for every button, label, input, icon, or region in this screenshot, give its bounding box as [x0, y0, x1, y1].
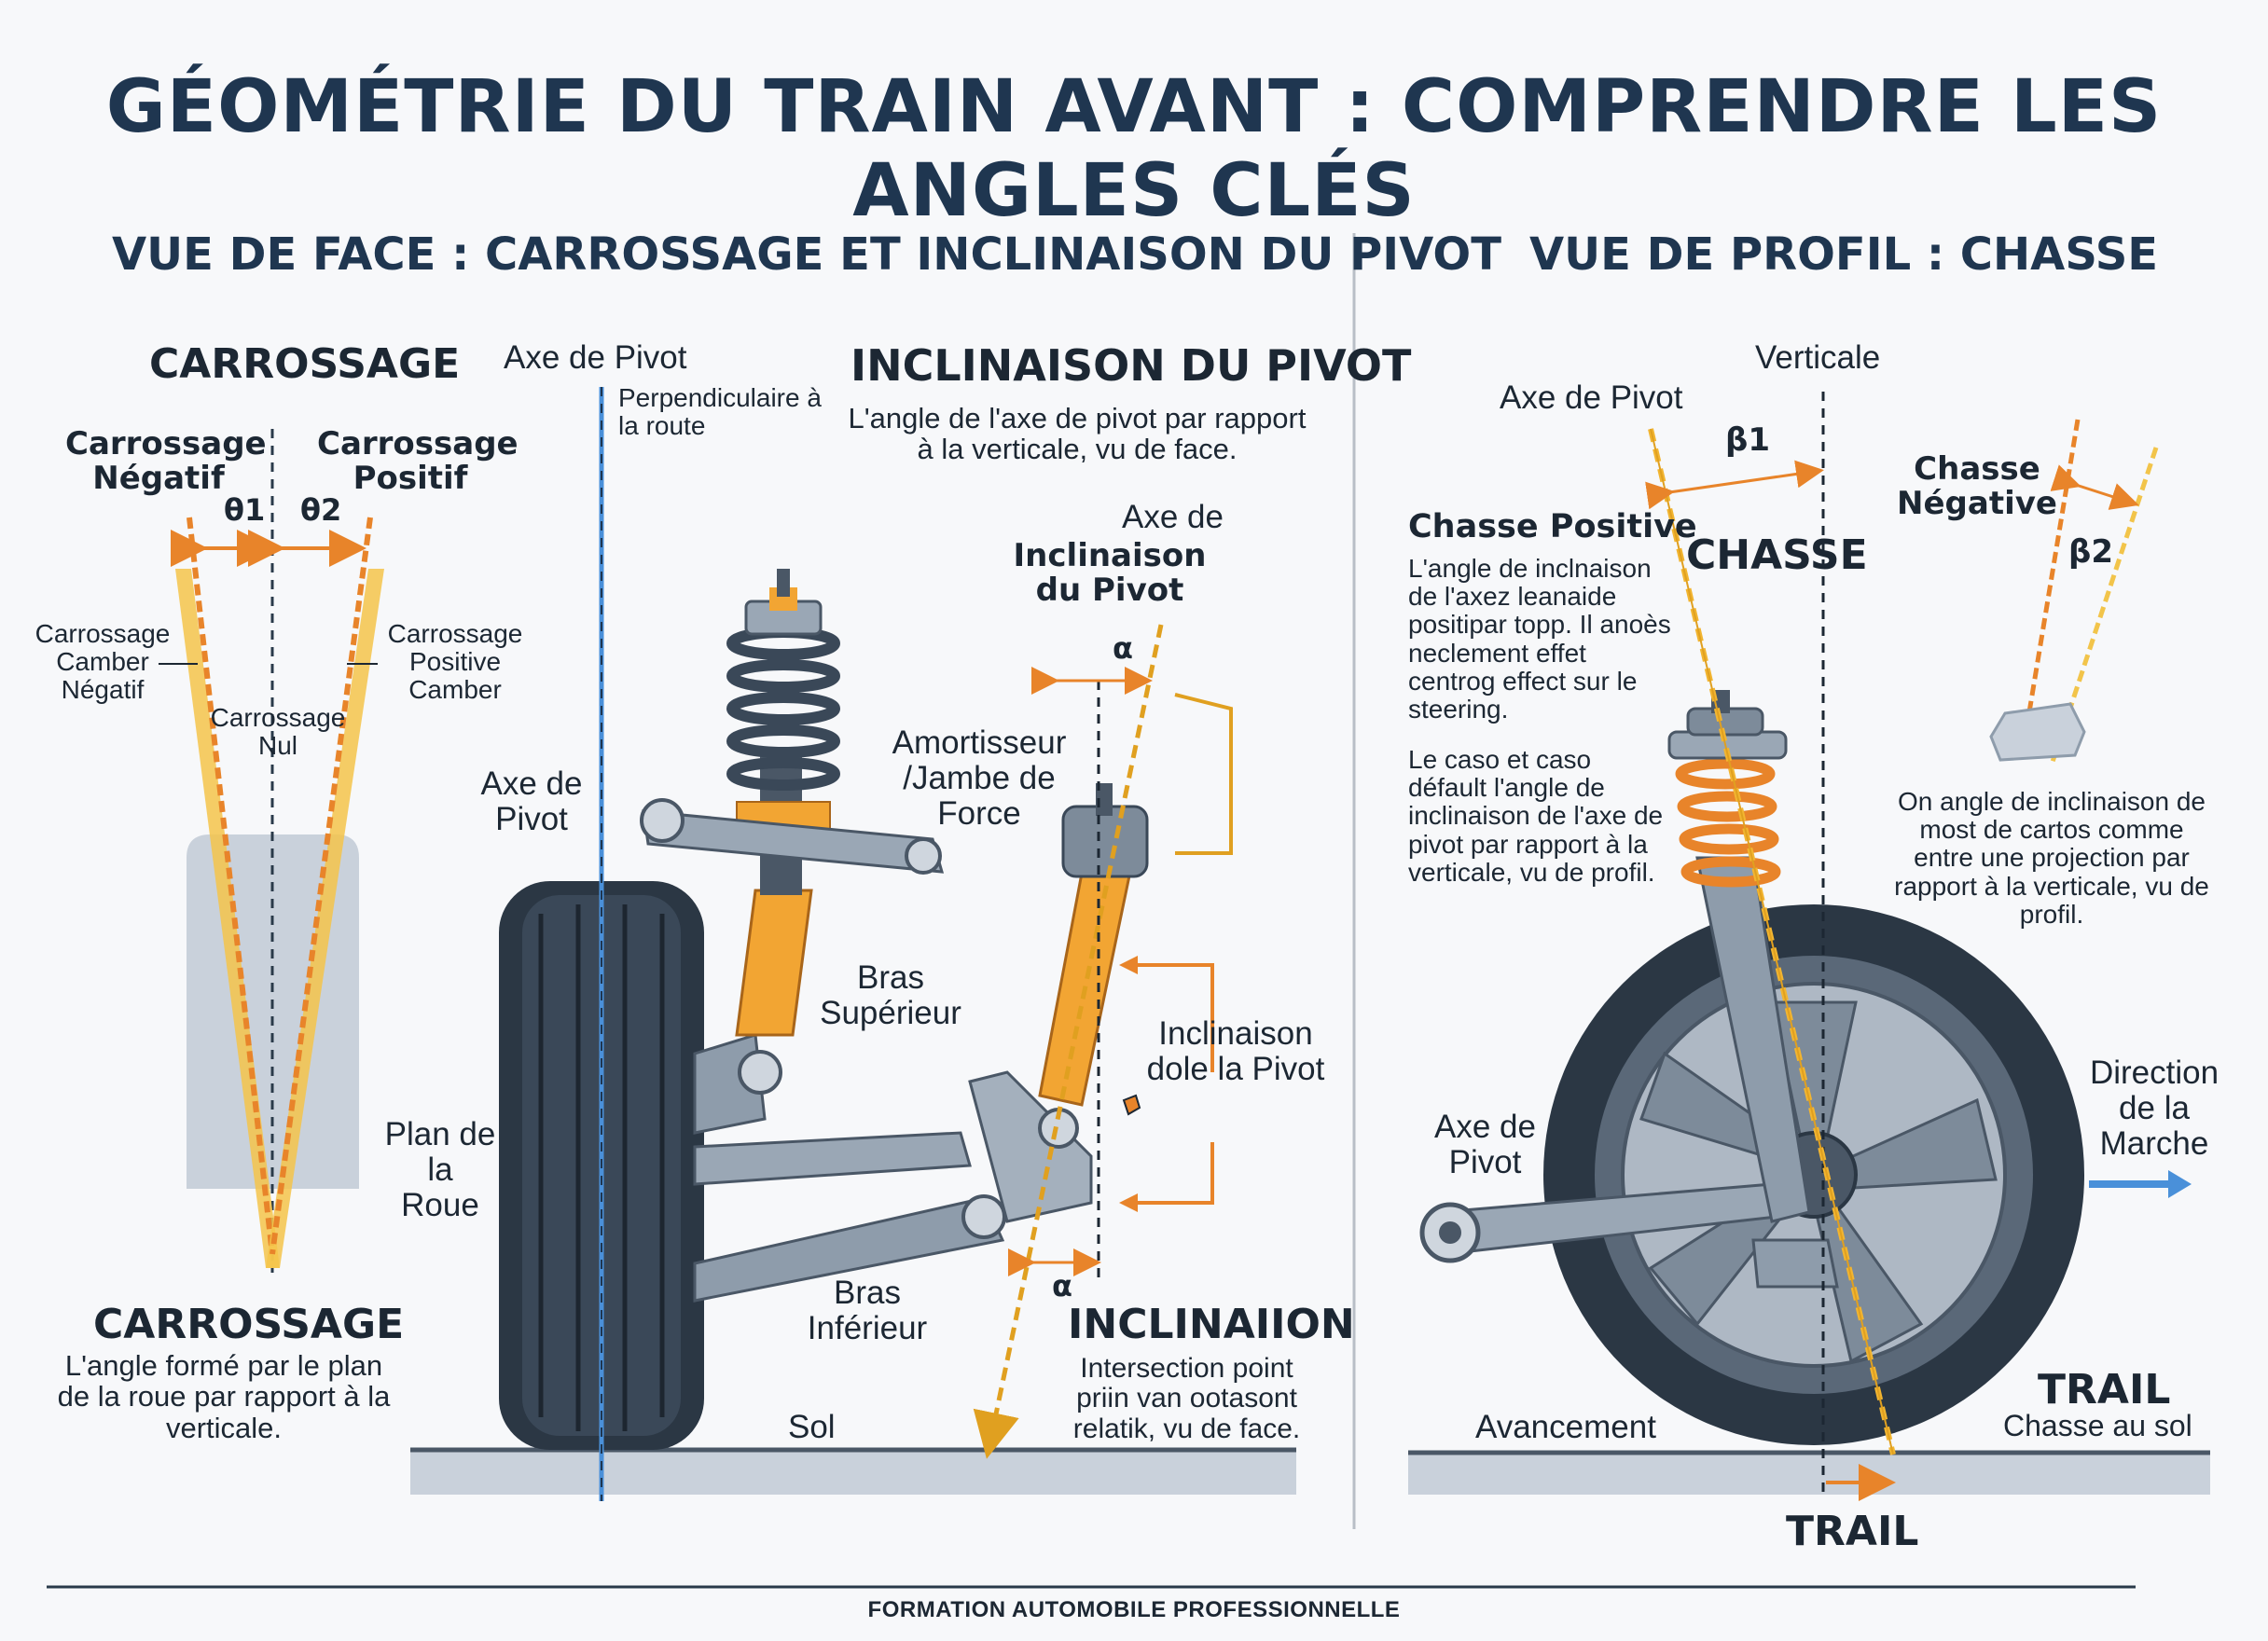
side-spring — [1675, 758, 1781, 888]
negative-caster-desc: On angle de inclinaison de most de carto… — [1894, 787, 2209, 929]
side-pivot-axis-label: Axe de Pivot — [1500, 379, 1683, 416]
side-view-heading: VUE DE PROFIL : CHASSE — [1529, 228, 2159, 281]
kpi-bottom-title: INCLINAIION — [1068, 1301, 1355, 1348]
perpendicular-label: Perpendiculaire à la route — [618, 383, 822, 441]
lower-arm-label: Bras Inférieur — [807, 1275, 928, 1346]
negative-camber-line — [187, 517, 275, 1255]
side-view — [1408, 392, 2210, 1501]
positive-camber-line — [270, 517, 373, 1255]
trail-subtitle: Chasse au sol — [2003, 1409, 2192, 1442]
theta2-label: θ2 — [300, 492, 342, 528]
beta2-arrow — [2050, 464, 2139, 510]
positive-camber-label: Carrossage Positif — [317, 425, 519, 498]
trail-title: TRAIL — [2038, 1366, 2171, 1413]
ground-side — [1408, 1453, 2210, 1495]
negative-caster-label: Chasse Négative — [1897, 450, 2057, 523]
wheel-plane-label: Plan de la Roue — [384, 1116, 496, 1223]
upper-arm-label: Bras Supérieur — [820, 959, 961, 1031]
negative-camber-label: Carrossage Négatif — [65, 425, 267, 498]
strut-label: Amortisseur /Jambe de Force — [892, 724, 1067, 832]
footer-text: FORMATION AUTOMOBILE PROFESSIONNELLE — [867, 1597, 1401, 1622]
caster-label: CHASSE — [1686, 531, 1868, 579]
camber-diagram — [159, 429, 384, 1273]
camber-definition: L'angle formé par le plan de la roue par… — [57, 1349, 391, 1444]
kpi-definition: L'angle de l'axe de pivot par rapport à … — [848, 402, 1307, 466]
camber-title: CARROSSAGE — [149, 340, 461, 388]
pos-camber-note: Carrossage Positive Camber — [387, 619, 523, 705]
vertical-label: Verticale — [1755, 339, 1881, 376]
theta1-label: θ1 — [224, 492, 266, 528]
kpi-bracket-lower — [1128, 963, 1214, 1205]
ground-front — [410, 1450, 1296, 1495]
positive-caster-desc: L'angle de inclnaison de l'axez leanaide… — [1408, 554, 1671, 724]
kpi-bottom-definition: Intersection point priin van ootasont re… — [1072, 1353, 1301, 1444]
lower-arm — [693, 1196, 1005, 1303]
beta1-label: β1 — [1725, 421, 1770, 459]
advance-label: Avancement — [1475, 1409, 1656, 1445]
left-strut — [735, 889, 813, 1037]
kpi-title: INCLINAISON DU PIVOT — [850, 340, 1412, 391]
pivot-axis-left-label: Axe de Pivot — [480, 765, 583, 837]
kpi-side-label: Inclinaison dole la Pivot — [1146, 1015, 1325, 1087]
alpha-bottom-label: α — [1052, 1268, 1072, 1303]
ground-label: Sol — [788, 1409, 836, 1445]
kpi-axis-label-2: Inclinaison du Pivot — [1013, 537, 1207, 610]
side-pivot-axis-lower-label: Axe de Pivot — [1434, 1109, 1536, 1180]
neg-caster-part — [1989, 702, 2086, 762]
front-view-heading: VUE DE FACE : CARROSSAGE ET INCLINAISON … — [112, 228, 1501, 281]
beta2-label: β2 — [2068, 533, 2113, 571]
kpi-axis — [973, 624, 1164, 1459]
positive-caster-desc-2: Le caso et caso défault l'angle de incli… — [1408, 745, 1664, 887]
kpi-axis-label-1: Axe de — [1122, 499, 1224, 535]
camber-bottom-title: CARROSSAGE — [93, 1301, 405, 1348]
beta1-arrow — [1645, 460, 1824, 510]
positive-caster-title: Chasse Positive — [1408, 508, 1697, 545]
direction-label: Direction de la Marche — [2089, 1055, 2220, 1162]
pivot-axis-top-label: Axe de Pivot — [504, 339, 687, 376]
alpha-top-label: α — [1113, 630, 1133, 666]
trail-bottom-label: TRAIL — [1786, 1508, 1919, 1555]
front-suspension — [410, 387, 1296, 1501]
neg-camber-note: Carrossage Camber Négatif — [35, 619, 171, 705]
left-spring — [726, 627, 840, 791]
zero-camber-note: Carrossage Nul — [210, 703, 346, 761]
page-title: GÉOMÉTRIE DU TRAIN AVANT : COMPRENDRE LE… — [105, 65, 2163, 233]
kpi-bracket — [1174, 693, 1233, 855]
